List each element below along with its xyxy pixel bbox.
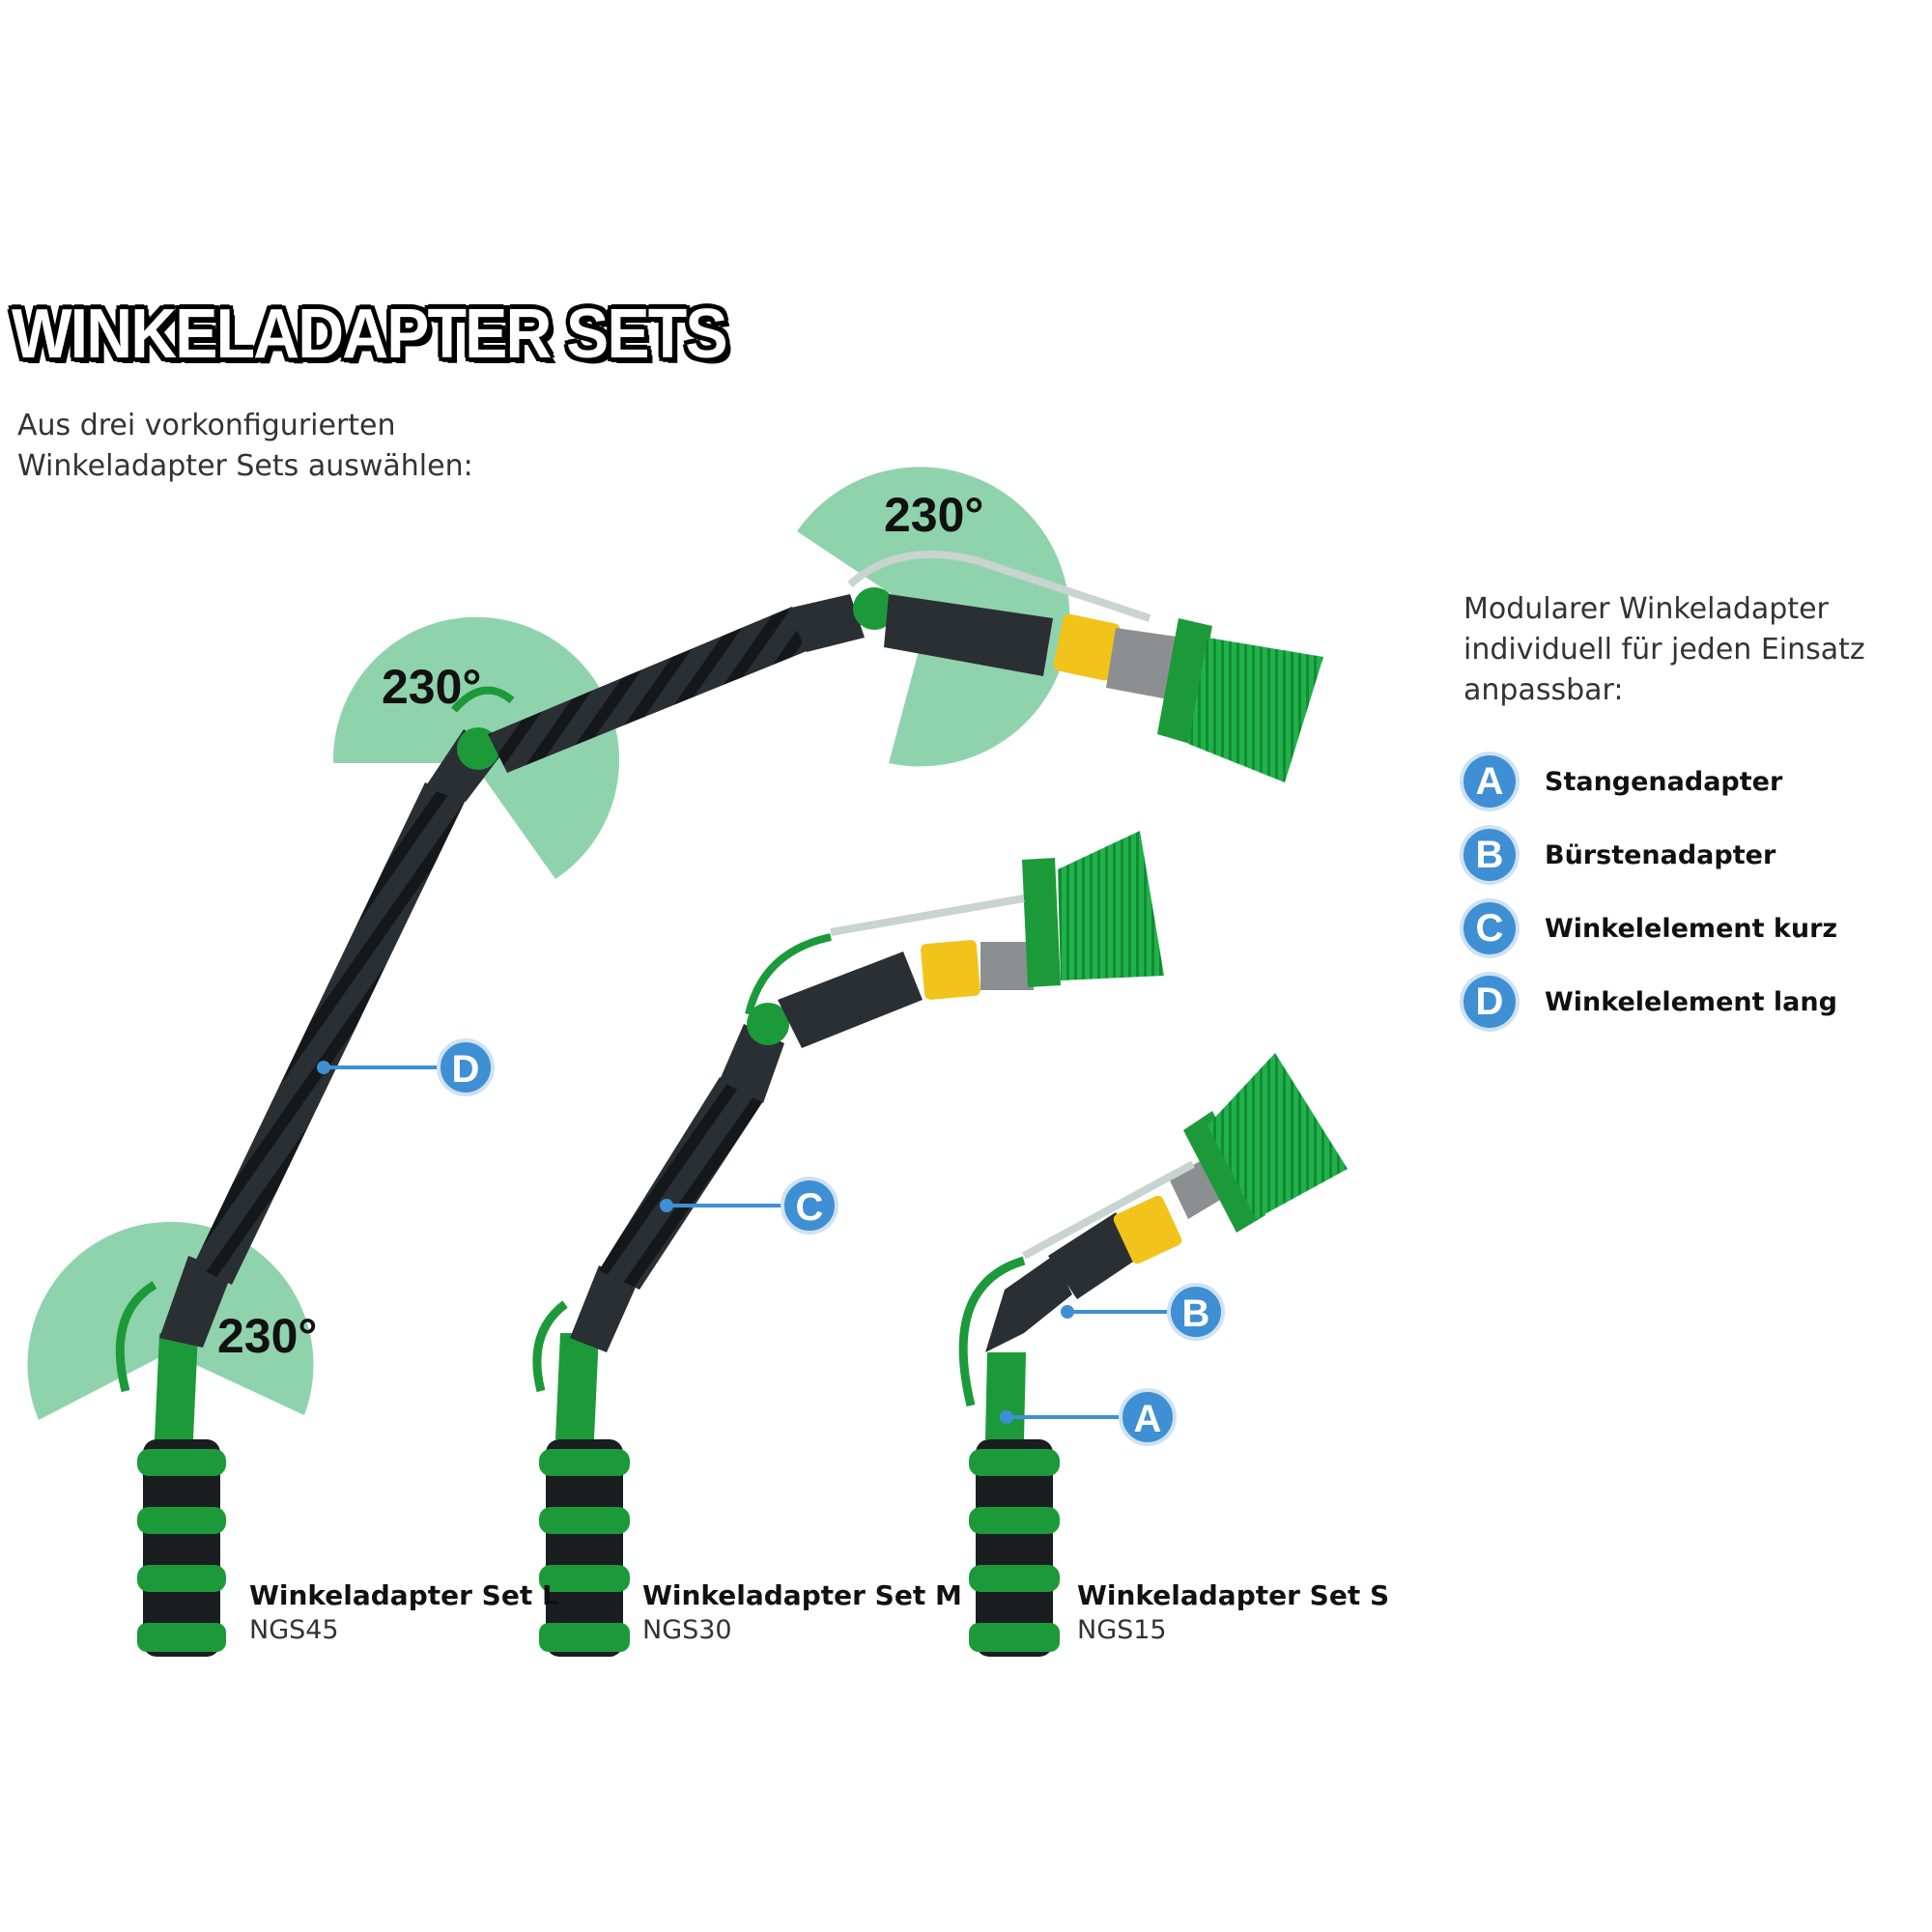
callout-c: C bbox=[660, 1177, 838, 1235]
angle-label-bottom: 230° bbox=[217, 1309, 317, 1363]
modular-line-1: Modularer Winkeladapter bbox=[1463, 592, 1829, 626]
callout-a-letter: A bbox=[1134, 1398, 1162, 1440]
set-m-code: NGS30 bbox=[642, 1615, 732, 1645]
legend-badge-a: A bbox=[1463, 755, 1516, 808]
callout-d: D bbox=[317, 1038, 495, 1096]
legend-label-c: Winkelelement kurz bbox=[1545, 913, 1838, 944]
legend-badge-b: B bbox=[1463, 829, 1516, 881]
callout-c-letter: C bbox=[796, 1186, 824, 1229]
callout-d-letter: D bbox=[452, 1048, 480, 1091]
callout-a: A bbox=[1000, 1388, 1177, 1446]
legend-item-d: D Winkelelement lang bbox=[1463, 974, 1927, 1030]
set-s-caption: Winkeladapter Set S NGS15 bbox=[1077, 1579, 1389, 1645]
legend-item-b: B Bürstenadapter bbox=[1463, 827, 1927, 883]
set-s-name: Winkeladapter Set S bbox=[1077, 1579, 1390, 1611]
set-l-pole bbox=[115, 550, 1323, 1657]
set-l-code: NGS45 bbox=[249, 1615, 339, 1645]
set-m-caption: Winkeladapter Set M NGS30 bbox=[642, 1579, 962, 1645]
legend-badge-c: C bbox=[1463, 902, 1516, 954]
legend-item-a: A Stangenadapter bbox=[1463, 753, 1927, 810]
modular-description: Modularer Winkeladapter individuell für … bbox=[1463, 589, 1918, 711]
set-s-pole bbox=[958, 1053, 1348, 1657]
intro-line-2: Winkeladapter Sets auswählen: bbox=[17, 449, 473, 483]
modular-line-2: individuell für jeden Einsatz bbox=[1463, 633, 1865, 667]
angle-label-top: 230° bbox=[884, 488, 983, 542]
intro-text: Aus drei vorkonfigurierten Winkeladapter… bbox=[17, 406, 481, 487]
intro-line-1: Aus drei vorkonfigurierten bbox=[17, 409, 396, 442]
legend-label-d: Winkelelement lang bbox=[1545, 986, 1837, 1017]
component-legend: A Stangenadapter B Bürstenadapter C Wink… bbox=[1463, 753, 1927, 1047]
callout-b-letter: B bbox=[1182, 1293, 1210, 1335]
set-m-name: Winkeladapter Set M bbox=[642, 1579, 962, 1611]
legend-badge-d: D bbox=[1463, 976, 1516, 1028]
legend-item-c: C Winkelelement kurz bbox=[1463, 900, 1927, 956]
set-s-code: NGS15 bbox=[1077, 1615, 1167, 1645]
angle-label-middle: 230° bbox=[382, 660, 481, 714]
set-l-name: Winkeladapter Set L bbox=[249, 1579, 559, 1611]
modular-line-3: anpassbar: bbox=[1463, 673, 1624, 707]
set-l-caption: Winkeladapter Set L NGS45 bbox=[249, 1579, 559, 1645]
page-title: WINKELADAPTER SETS bbox=[12, 296, 728, 373]
legend-label-a: Stangenadapter bbox=[1545, 766, 1783, 797]
set-m-pole bbox=[532, 831, 1164, 1657]
callout-b: B bbox=[1061, 1283, 1225, 1341]
legend-label-b: Bürstenadapter bbox=[1545, 839, 1776, 870]
